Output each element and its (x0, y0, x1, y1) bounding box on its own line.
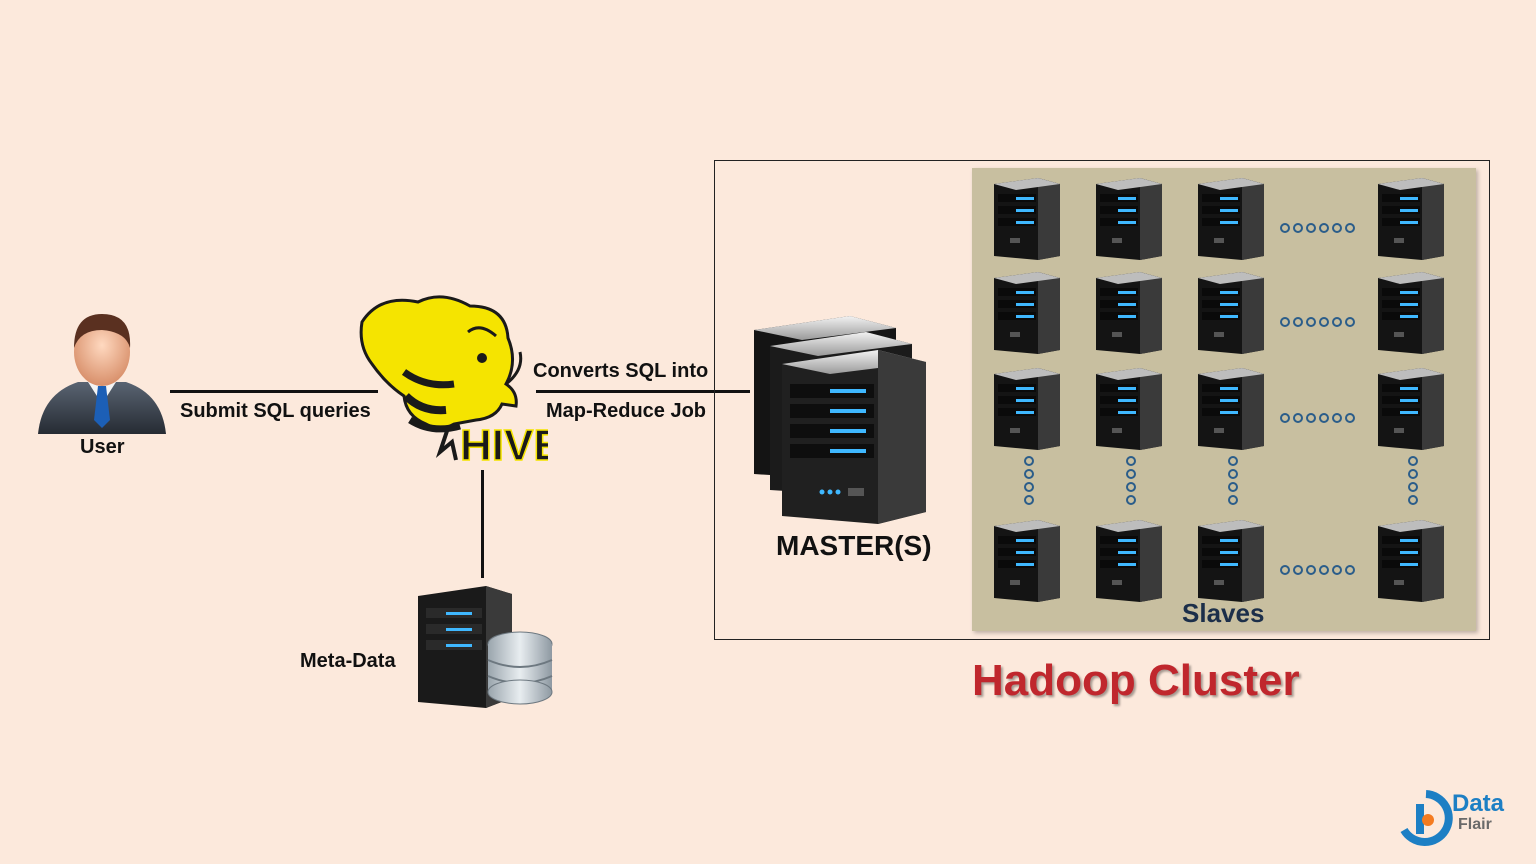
brand-text-data: Data (1452, 790, 1505, 817)
converts-label-line2: Map-Reduce Job (546, 400, 707, 422)
user-label: User (80, 436, 125, 458)
vertical-ellipsis-dots (1024, 456, 1034, 505)
user-avatar-icon (38, 314, 166, 434)
brand-text-flair: Flair (1458, 816, 1492, 833)
slave-server-icon (994, 270, 1060, 354)
horizontal-ellipsis-dots (1280, 317, 1355, 327)
slave-server-icon (1378, 518, 1444, 602)
hadoop-cluster-box (714, 160, 1490, 640)
vertical-ellipsis-dots (1126, 456, 1136, 505)
slave-server-icon (1378, 366, 1444, 450)
master-label: MASTER(S) (776, 530, 932, 561)
dataflair-logo (1400, 790, 1453, 846)
horizontal-ellipsis-dots (1280, 223, 1355, 233)
slave-server-icon (1096, 270, 1162, 354)
vertical-ellipsis-dots (1408, 456, 1418, 505)
hive-elephant-logo: HIVE (359, 295, 548, 468)
slave-server-icon (1198, 270, 1264, 354)
slave-server-icon (1096, 176, 1162, 260)
slave-server-icon (994, 366, 1060, 450)
converts-label-line1: Converts SQL into (533, 360, 709, 382)
user-to-hive-line (170, 390, 378, 393)
hive-to-master-line (536, 390, 750, 393)
slave-server-icon (994, 518, 1060, 602)
slave-server-icon (1198, 366, 1264, 450)
slave-server-icon (1198, 518, 1264, 602)
hive-to-metadata-line (481, 470, 484, 578)
slave-server-icon (1096, 366, 1162, 450)
slave-server-icon (1378, 176, 1444, 260)
submit-queries-label: Submit SQL queries (180, 400, 371, 422)
metadata-label: Meta-Data (300, 650, 396, 672)
master-server-stack-icon (754, 316, 926, 524)
slave-server-icon (1198, 176, 1264, 260)
horizontal-ellipsis-dots (1280, 565, 1355, 575)
database-server-icon (418, 586, 553, 708)
hive-logo-text: HIVE (460, 421, 548, 468)
vertical-ellipsis-dots (1228, 456, 1238, 505)
slave-server-icon (1378, 270, 1444, 354)
slave-server-icon (994, 176, 1060, 260)
hadoop-cluster-title: Hadoop Cluster (972, 656, 1300, 705)
horizontal-ellipsis-dots (1280, 413, 1355, 423)
slaves-label: Slaves (1182, 598, 1265, 628)
slave-server-icon (1096, 518, 1162, 602)
